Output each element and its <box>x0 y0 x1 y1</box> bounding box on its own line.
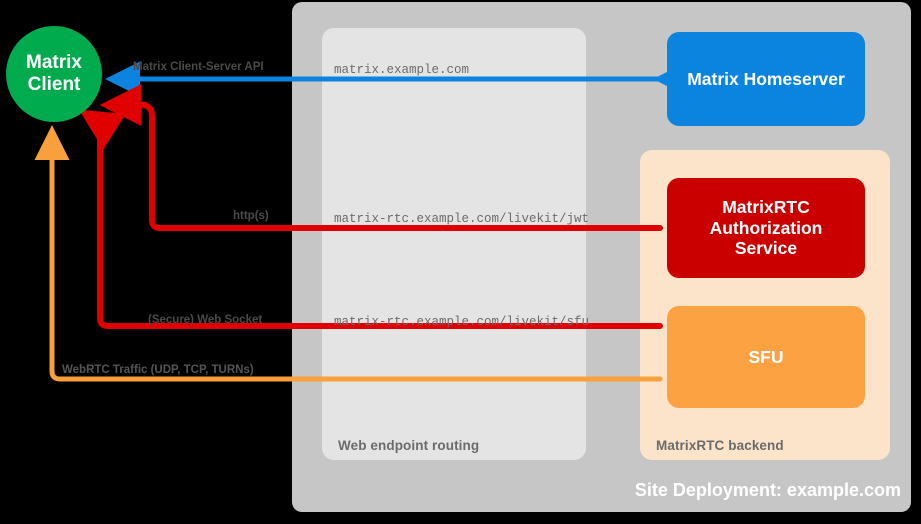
node-matrixrtc-authorization-service[interactable]: MatrixRTC Authorization Service <box>667 178 865 278</box>
auth-label-line3: Service <box>734 238 798 259</box>
node-matrix-client[interactable]: Matrix Client <box>6 26 102 122</box>
auth-label-line1: MatrixRTC <box>722 197 810 218</box>
client-label-line1: Matrix <box>26 51 82 73</box>
wire-webrtc-traffic <box>34 124 663 382</box>
auth-service-label: MatrixRTC Authorization Service <box>710 197 823 259</box>
node-matrix-client-label: Matrix Client <box>26 52 82 97</box>
homeserver-label: Matrix Homeserver <box>687 68 845 89</box>
node-matrix-homeserver[interactable]: Matrix Homeserver <box>667 32 865 126</box>
wire-jwt-http <box>99 84 663 231</box>
endpoint-url-matrix: matrix.example.com <box>334 63 470 77</box>
web-endpoint-routing-panel <box>322 28 586 460</box>
auth-label-line2: Authorization <box>709 217 823 238</box>
client-label-line2: Client <box>27 74 81 95</box>
endpoint-url-sfu: matrix-rtc.example.com/livekit/sfu <box>334 315 590 329</box>
endpoint-url-jwt: matrix-rtc.example.com/livekit/jwt <box>334 212 590 226</box>
node-sfu[interactable]: SFU <box>667 306 865 408</box>
sfu-label: SFU <box>748 346 784 367</box>
connector-label-client-server-api: Matrix Client-Server API <box>133 61 264 73</box>
connector-label-http: http(s) <box>233 210 269 222</box>
site-deployment-label: Site Deployment: example.com <box>634 480 901 500</box>
wire-sfu-websocket <box>78 109 663 329</box>
web-endpoint-routing-label: Web endpoint routing <box>338 438 480 453</box>
connector-label-web-socket: (Secure) Web Socket <box>148 314 263 326</box>
connector-label-webrtc-traffic: WebRTC Traffic (UDP, TCP, TURNs) <box>62 364 254 376</box>
matrixrtc-backend-label: MatrixRTC backend <box>656 438 784 453</box>
